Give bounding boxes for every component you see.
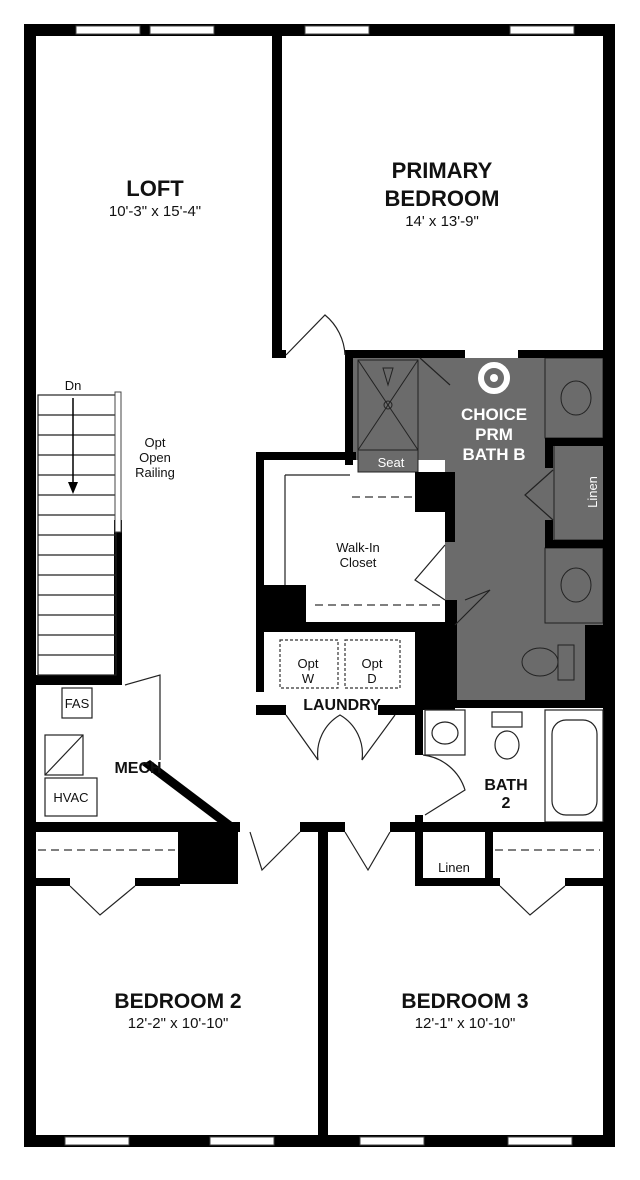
doors (69, 314, 566, 916)
window (64, 1136, 130, 1146)
bath2-linen-label: Linen (438, 860, 470, 875)
laundry-name: LAUNDRY (303, 697, 381, 714)
interior-walls (30, 30, 608, 1140)
staircase (37, 391, 122, 676)
washer-space (279, 639, 339, 689)
bath2-line1: BATH (484, 777, 527, 794)
window (149, 25, 215, 35)
window (304, 25, 370, 35)
railing-line3: Railing (135, 465, 175, 480)
primary-bath-line3: BATH B (463, 445, 526, 464)
primary-linen-label: Linen (585, 476, 600, 508)
bedroom3-name: BEDROOM 3 (401, 990, 528, 1013)
exterior-walls (24, 24, 615, 1147)
dryer-space (344, 639, 401, 689)
bedroom2-name: BEDROOM 2 (114, 990, 241, 1013)
bedroom2-size: 12'-2" x 10'-10" (128, 1015, 229, 1032)
primary-bedroom-name-line2: BEDROOM (385, 186, 500, 211)
choice-option-icon (478, 362, 510, 394)
primary-bath-line2: PRM (475, 425, 513, 444)
window (75, 25, 141, 35)
bedroom3-size: 12'-1" x 10'-10" (415, 1015, 516, 1032)
stairs-direction: Dn (65, 378, 82, 393)
walk-in-closet-line2: Closet (340, 555, 377, 570)
primary-bath-area (352, 357, 605, 700)
loft-size: 10'-3" x 15'-4" (109, 203, 201, 220)
window (507, 1136, 573, 1146)
bath2-line2: 2 (502, 795, 511, 812)
loft-name: LOFT (126, 176, 184, 201)
window (509, 25, 575, 35)
window (359, 1136, 425, 1146)
mech-name: MECH (114, 760, 161, 777)
primary-bedroom-size: 14' x 13'-9" (405, 213, 479, 230)
dryer-line2: D (367, 671, 376, 686)
shower-seat-label: Seat (378, 455, 405, 470)
railing-line2: Open (139, 450, 171, 465)
hvac-label: HVAC (53, 790, 88, 805)
railing-line1: Opt (145, 435, 166, 450)
fas-label: FAS (65, 696, 90, 711)
primary-bath-line1: CHOICE (461, 405, 527, 424)
window (209, 1136, 275, 1146)
washer-line1: Opt (298, 656, 319, 671)
walk-in-closet-line1: Walk-In (336, 540, 380, 555)
primary-bedroom-name-line1: PRIMARY (392, 158, 493, 183)
washer-line2: W (302, 671, 315, 686)
dryer-line1: Opt (362, 656, 383, 671)
